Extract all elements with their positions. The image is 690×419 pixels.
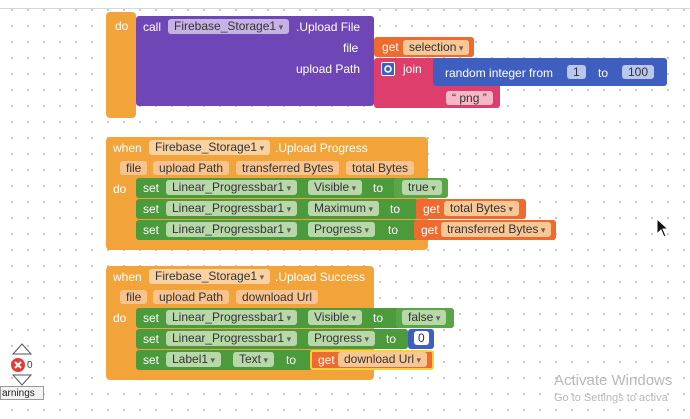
to-label: to [390,202,401,216]
component-dropdown[interactable]: Linear_Progressbar1 [166,331,298,346]
component-dropdown[interactable]: Firebase_Storage1 [149,140,271,155]
to-number[interactable]: 100 [622,65,655,79]
from-number[interactable]: 1 [567,65,586,79]
do-label: do [115,19,129,33]
to-label: to [373,181,384,195]
event-label: .Upload Success [275,270,366,284]
to-label: to [388,223,399,237]
property-dropdown[interactable]: Text [233,352,275,367]
do-label: do [113,182,127,196]
to-label: to [373,311,384,325]
when-label: when [113,270,142,284]
set-label: set [143,202,160,216]
show-warnings-button[interactable]: arnings [0,386,44,400]
variable-dropdown[interactable]: transferred Bytes [441,222,552,237]
param-file[interactable]: file [120,161,148,175]
param-download-url[interactable]: download Url [236,290,319,304]
upload-path-param-label: upload Path [296,62,361,76]
variable-dropdown[interactable]: selection [403,40,470,55]
to-label: to [286,353,297,367]
number-value[interactable]: 0 [414,331,429,345]
set-label: set [143,353,160,367]
file-param-label: file [343,41,359,55]
call-label: call [143,20,162,34]
random-integer-label: random integer from [445,66,554,80]
to-label: to [386,332,397,346]
error-count: 0 [27,360,33,371]
variable-dropdown[interactable]: total Bytes [444,201,520,216]
get-label: get [318,353,335,367]
property-dropdown[interactable]: Progress [308,222,376,237]
boolean-dropdown[interactable]: true [402,180,442,195]
property-dropdown[interactable]: Visible [308,180,363,195]
boolean-dropdown[interactable]: false [402,310,447,325]
component-dropdown[interactable]: Firebase_Storage1 [168,19,290,34]
property-dropdown[interactable]: Progress [308,331,376,346]
do-block[interactable] [106,12,136,118]
mouse-cursor-icon [656,218,670,238]
component-dropdown[interactable]: Linear_Progressbar1 [166,180,298,195]
component-dropdown[interactable]: Linear_Progressbar1 [166,310,298,325]
property-dropdown[interactable]: Visible [308,310,363,325]
param-upload-path[interactable]: upload Path [153,290,230,304]
component-dropdown[interactable]: Firebase_Storage1 [149,269,271,284]
event-label: .Upload Progress [275,141,368,155]
when-label: when [113,141,142,155]
set-label: set [143,311,160,325]
component-dropdown[interactable]: Label1 [166,352,222,367]
get-label: get [421,223,438,237]
warnings-up-arrow-icon[interactable] [12,343,32,355]
property-dropdown[interactable]: Maximum [308,201,380,216]
param-total-bytes[interactable]: total Bytes [346,161,415,175]
param-upload-path[interactable]: upload Path [153,161,230,175]
set-label: set [143,223,160,237]
warnings-indicator[interactable]: 0 arnings [0,340,48,404]
activate-windows-title: Activate Windows [554,372,673,389]
variable-dropdown[interactable]: download Url [338,352,428,367]
get-label: get [382,40,399,54]
join-label: join [403,62,422,76]
component-dropdown[interactable]: Linear_Progressbar1 [166,222,298,237]
activate-windows-subtitle: Go to Settings to activa [554,392,668,404]
get-label: get [423,202,440,216]
param-transferred-bytes[interactable]: transferred Bytes [236,161,340,175]
workspace-top-border [0,8,690,9]
set-label: set [143,332,160,346]
gear-icon[interactable] [381,62,395,76]
method-label: .Upload File [296,20,361,34]
png-text: png [459,91,480,105]
set-label: set [143,181,160,195]
text-png[interactable]: “ png ” [446,91,493,105]
param-file[interactable]: file [120,290,148,304]
warnings-down-arrow-icon[interactable] [12,374,32,386]
to-label: to [598,66,609,80]
component-dropdown[interactable]: Linear_Progressbar1 [166,201,298,216]
error-icon [11,358,25,372]
do-label: do [113,311,127,325]
